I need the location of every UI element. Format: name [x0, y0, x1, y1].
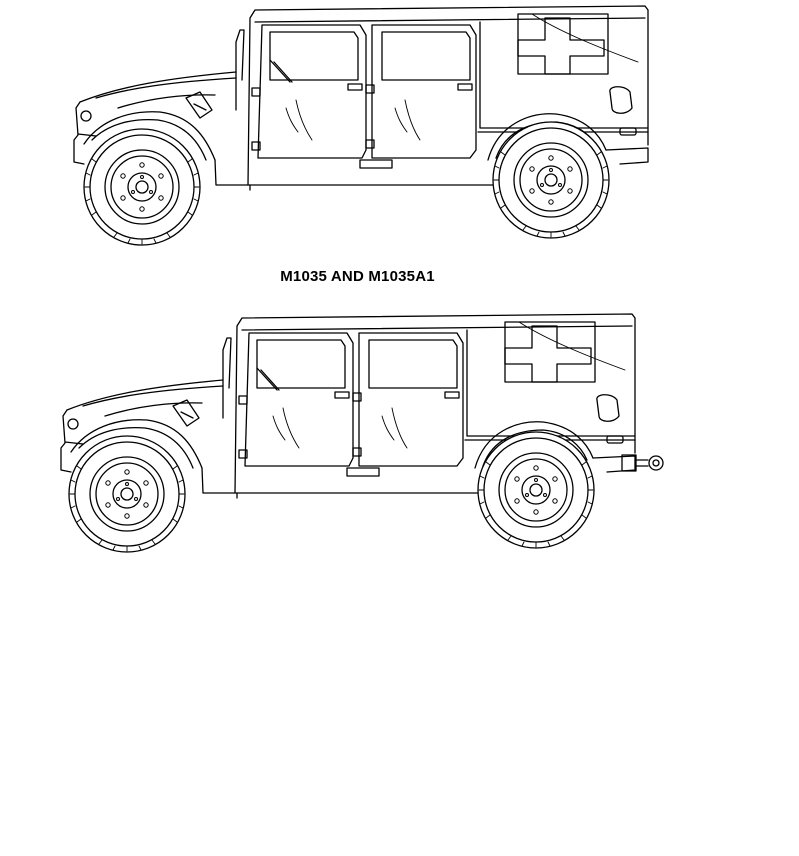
figure-caption: M1035 AND M1035A1 — [280, 268, 435, 285]
tow-pintle — [621, 454, 664, 472]
vehicle-view-top — [73, 5, 649, 246]
vehicle-view-bottom — [60, 313, 664, 553]
